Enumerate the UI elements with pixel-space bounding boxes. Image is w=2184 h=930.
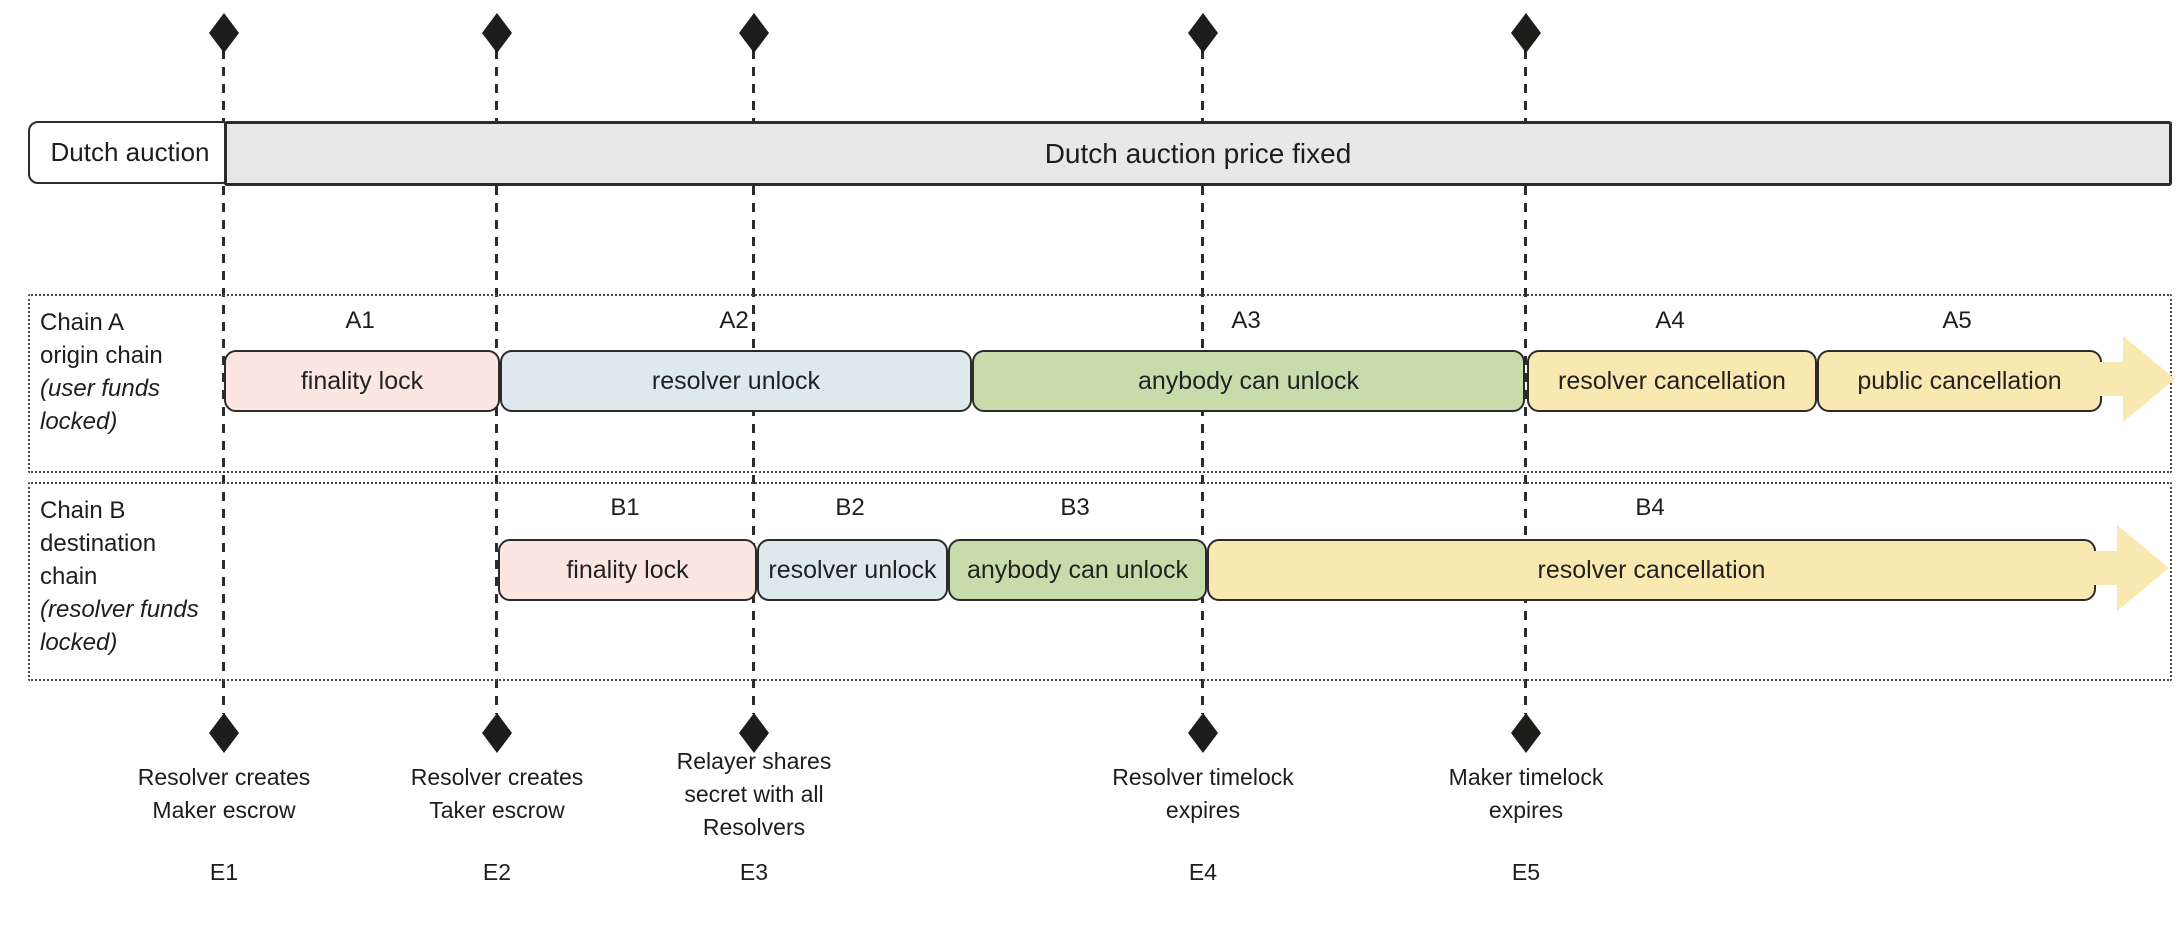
phase-b2-resolver-unlock: resolver unlock xyxy=(757,539,948,601)
event-label-e4: Resolver timelock expires xyxy=(1083,744,1323,844)
phase-b3-anybody-can-unlock: anybody can unlock xyxy=(948,539,1207,601)
phase-tag-a2: A2 xyxy=(719,307,749,334)
phase-tag-b2: B2 xyxy=(835,494,865,521)
phase-a4-resolver-cancellation: resolver cancellation xyxy=(1527,350,1817,412)
event-label-line: Resolvers xyxy=(702,813,806,840)
timeline-arrow-icon xyxy=(2093,525,2169,611)
phase-b4-resolver-cancellation: resolver cancellation xyxy=(1207,539,2096,601)
phase-tag-a4: A4 xyxy=(1655,307,1685,334)
event-id-e2: E2 xyxy=(482,859,512,885)
phase-tag-a1: A1 xyxy=(345,307,375,334)
phase-tag-b1: B1 xyxy=(610,494,640,521)
event-label-line: Maker escrow xyxy=(152,797,296,823)
event-id-e4: E4 xyxy=(1188,859,1218,885)
event-id-e1: E1 xyxy=(209,859,239,885)
milestone-diamond-icon xyxy=(482,13,512,53)
event-id-e5: E5 xyxy=(1511,859,1541,885)
event-label-e3: Relayer shares secret with all Resolvers xyxy=(634,744,874,844)
chain-a-row xyxy=(28,294,2172,473)
phase-tag-a3: A3 xyxy=(1231,307,1261,334)
milestone-diamond-icon xyxy=(1188,13,1218,53)
dutch-auction-price-bar-label: Dutch auction price fixed xyxy=(1044,137,1352,169)
event-label-line: Taker escrow xyxy=(429,797,565,823)
phase-tag-a5: A5 xyxy=(1942,307,1972,334)
milestone-diamond-icon xyxy=(209,13,239,53)
event-label-line: expires xyxy=(1165,797,1241,823)
event-label-e2: Resolver creates Taker escrow xyxy=(377,744,617,844)
chain-a-role: origin chain xyxy=(40,342,163,369)
milestone-diamond-icon xyxy=(1511,13,1541,53)
chain-a-name: Chain A xyxy=(40,309,125,336)
phase-a3-anybody-can-unlock: anybody can unlock xyxy=(972,350,1525,412)
timeline-arrow-icon xyxy=(2099,336,2175,422)
event-label-line: secret with all xyxy=(684,780,824,807)
phase-b1-finality-lock: finality lock xyxy=(498,539,757,601)
dutch-auction-price-bar: Dutch auction price fixed xyxy=(224,121,2172,186)
phase-a1-finality-lock: finality lock xyxy=(224,350,500,412)
dutch-auction-label-box: Dutch auction xyxy=(28,121,232,184)
chain-a-label: Chain A origin chain (user funds locked) xyxy=(40,306,220,438)
chain-b-note: (resolver funds locked) xyxy=(40,596,199,656)
event-label-e5: Maker timelock expires xyxy=(1406,744,1646,844)
event-guideline-e5 xyxy=(1524,50,1527,714)
chain-b-role: destination chain xyxy=(40,530,157,590)
phase-a2-resolver-unlock: resolver unlock xyxy=(500,350,972,412)
event-label-line: Maker timelock xyxy=(1448,764,1604,790)
milestone-diamond-icon xyxy=(739,13,769,53)
chain-b-name: Chain B xyxy=(40,497,126,524)
event-id-e3: E3 xyxy=(739,859,769,885)
phase-a5-public-cancellation: public cancellation xyxy=(1817,350,2102,412)
event-label-line: Resolver creates xyxy=(410,764,584,790)
dutch-auction-label: Dutch auction xyxy=(50,137,210,167)
phase-tag-b4: B4 xyxy=(1635,494,1665,521)
event-guideline-e1 xyxy=(222,50,225,714)
event-label-line: Resolver creates xyxy=(137,764,311,790)
event-label-line: expires xyxy=(1488,797,1564,823)
event-label-line: Resolver timelock xyxy=(1112,764,1294,790)
phase-tag-b3: B3 xyxy=(1060,494,1090,521)
event-label-e1: Resolver creates Maker escrow xyxy=(104,744,344,844)
chain-b-row xyxy=(28,482,2172,681)
chain-b-label: Chain B destination chain (resolver fund… xyxy=(40,494,220,659)
chain-a-note: (user funds locked) xyxy=(40,375,161,435)
